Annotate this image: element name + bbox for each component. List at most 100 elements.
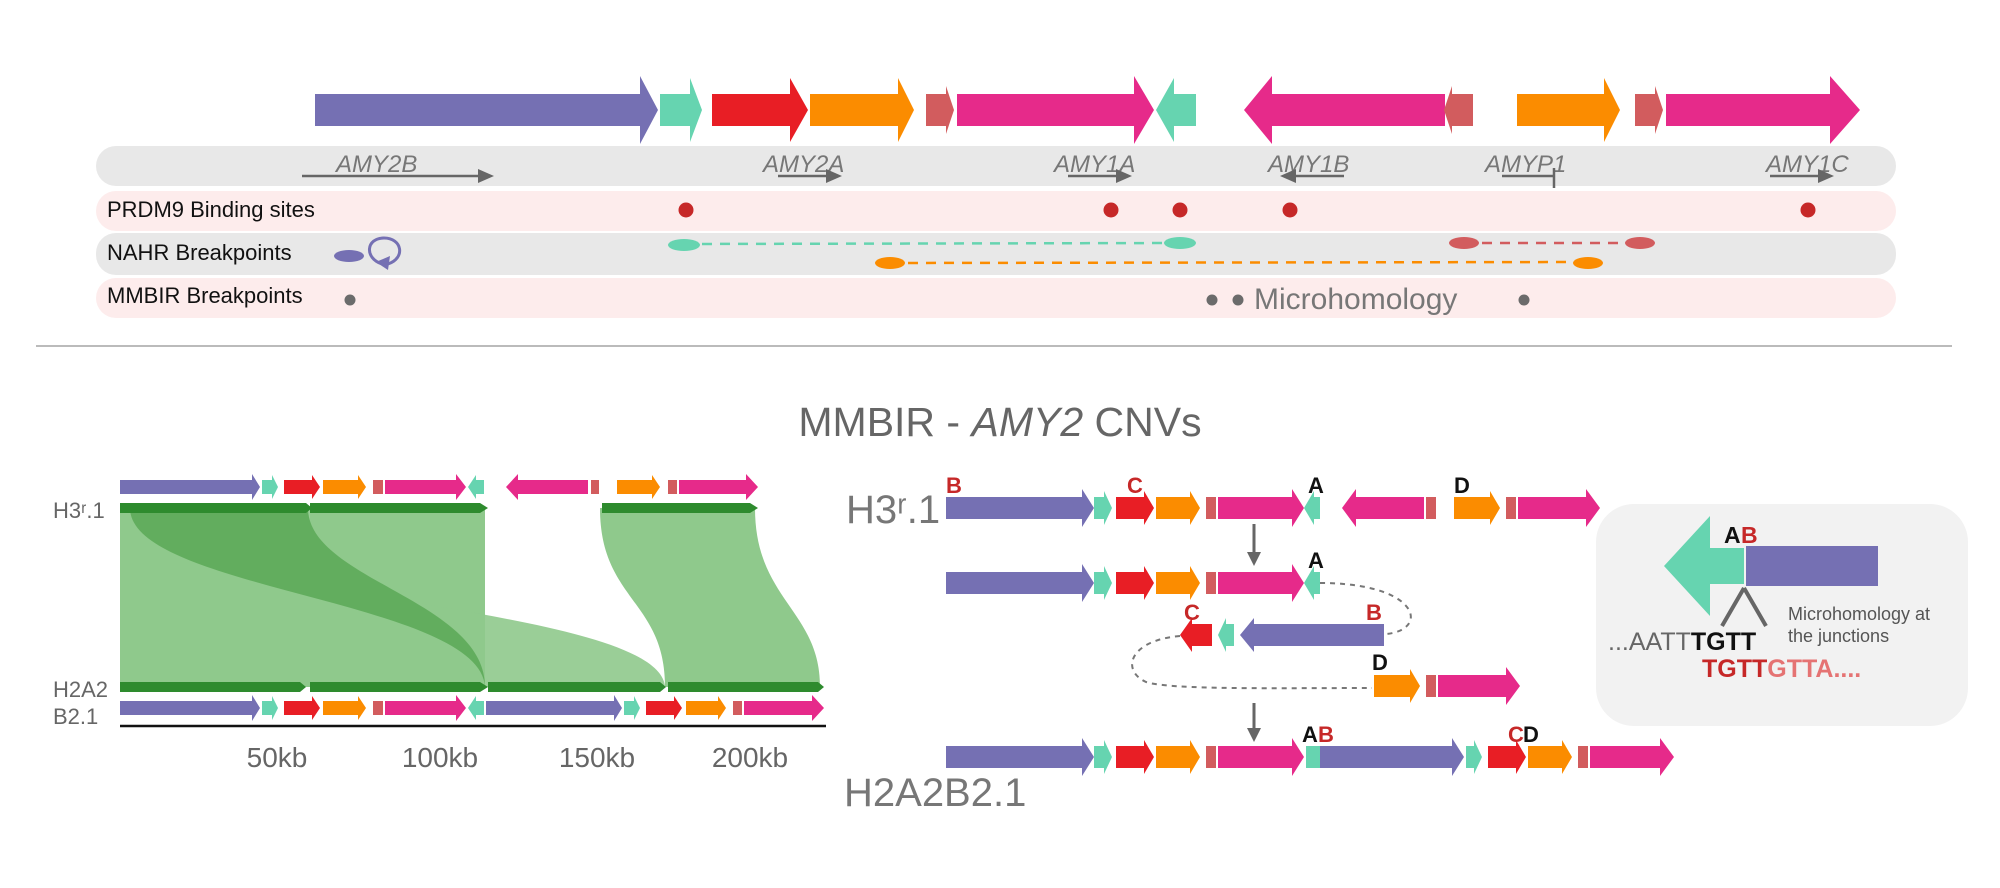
gene-arrow (120, 474, 260, 500)
gene-arrow (1426, 675, 1436, 697)
gene-arrow (1342, 489, 1424, 527)
gene-arrow (1116, 491, 1154, 525)
junction-label-a: A (1302, 722, 1318, 747)
nahr-bp-orange (1573, 257, 1603, 269)
gene-arrow (385, 695, 466, 721)
model-row-1: B C A D (946, 473, 1600, 527)
mmbir-band (96, 278, 1896, 318)
haplotype-segment (120, 503, 312, 513)
gene-arrow (486, 695, 622, 721)
gene-arrow (1304, 491, 1320, 525)
inset-description-line2: the junctions (1788, 626, 1889, 646)
right-top-haplotype-label: H3ʳ.1 (846, 488, 940, 532)
gene-arrow-salmon (926, 86, 954, 134)
gene-arrow (1240, 618, 1384, 652)
gene-arrow (1218, 564, 1304, 602)
nahr-bp-salmon (1625, 237, 1655, 249)
gene-arrow (373, 701, 383, 715)
synteny-ribbon-overlap (120, 508, 485, 687)
gene-arrow (1094, 491, 1112, 525)
nahr-band (96, 233, 1896, 275)
gene-arrow-salmon-rev (1444, 86, 1473, 134)
junction-label-d: D (1523, 722, 1539, 747)
prdm9-site (1172, 202, 1188, 218)
seq-top-bold: TGTT (1691, 628, 1756, 656)
microhomology-inset: A B Microhomology at the junctions ...AA… (1596, 504, 1968, 726)
junction-label-c: C (1508, 722, 1524, 747)
gene-arrow (1438, 667, 1520, 705)
gene-arrow (1506, 497, 1516, 519)
inset-sequence-bottom: TGTTGTTA.... (1702, 655, 1861, 683)
mmbir-bp (1518, 294, 1530, 306)
bottom-title: MMBIR - AMY2 CNVs (798, 399, 1201, 445)
strand-arrow-amy2b-head (478, 169, 494, 183)
mmbir-breakpoints (344, 294, 1530, 306)
nahr-bp-purple (334, 250, 364, 262)
gene-arrow (1094, 740, 1112, 774)
axis-tick-label: 150kb (559, 742, 635, 773)
gene-arrow (1306, 746, 1320, 768)
gene-arrow (617, 475, 660, 499)
template-switch-path (1131, 635, 1373, 690)
bottom-title-prefix: MMBIR - (798, 399, 971, 445)
gene-arrow (1578, 746, 1588, 768)
gene-arrow (1218, 618, 1234, 652)
gene-arrow-teal-rev (1156, 78, 1196, 142)
haplotype-segment (120, 682, 306, 692)
gene-arrow (468, 696, 484, 720)
prdm9-sites (678, 202, 1816, 218)
prdm9-track-label: PRDM9 Binding sites (107, 197, 315, 222)
mmbir-model-panel: H3ʳ.1 H2A2B2.1 B C A D (844, 473, 1968, 815)
gene-arrow (385, 474, 466, 500)
gene-arrow (120, 695, 260, 721)
nahr-bp-salmon (1449, 237, 1479, 249)
strand-arrows (302, 168, 1834, 188)
nahr-link-orange (889, 260, 1589, 265)
microhomology-label: Microhomology (1254, 283, 1457, 316)
nahr-breakpoints (334, 236, 1655, 270)
gene-arrow-amy1c (1666, 76, 1860, 144)
gene-label-amy2b: AMY2B (334, 151, 417, 178)
gene-arrow (284, 696, 320, 720)
gene-arrow (1094, 566, 1112, 600)
synteny-panel: 50kb 100kb 150kb 200kb H3ʳ.1 H2A2 B2.1 (53, 474, 826, 773)
strand-arrow-amy1a-head (1116, 169, 1132, 183)
strand-arrow-amy2a-head (826, 169, 842, 183)
gene-arrow-orange (810, 78, 914, 142)
model-row-2: A (946, 548, 1324, 602)
gene-arrow (686, 696, 726, 720)
gene-arrow (1180, 618, 1212, 652)
gene-arrow (1116, 740, 1154, 774)
haplotype-segment (602, 503, 758, 513)
gene-arrow-salmon-2 (1635, 86, 1663, 134)
axis-tick-label: 50kb (247, 742, 308, 773)
seq-bottom-rest: GTTA.... (1767, 655, 1861, 683)
gene-arrow (262, 475, 278, 499)
nahr-bp-teal (1164, 237, 1196, 249)
gene-arrow-amy1b (1244, 76, 1445, 144)
gene-arrow (946, 489, 1094, 527)
gene-arrow-orange-2 (1517, 78, 1620, 142)
gene-arrow (323, 475, 366, 499)
junction-label-b: B (1366, 600, 1382, 625)
inset-junction-b: B (1741, 522, 1758, 548)
seq-bottom-bold: TGTT (1702, 655, 1767, 683)
junction-label-a: A (1308, 548, 1324, 573)
mmbir-bp (1206, 294, 1218, 306)
left-top-gene-arrows (120, 474, 758, 500)
nahr-loop-arrowhead (376, 256, 390, 270)
mmbir-bp (344, 294, 356, 306)
gene-arrow (946, 738, 1094, 776)
bottom-title-gene: AMY2 (968, 399, 1083, 445)
gene-arrow (1156, 740, 1200, 774)
gene-label-band (96, 146, 1896, 186)
haplotype-segment (488, 682, 666, 692)
strand-arrow-amy1c-head (1818, 169, 1834, 183)
haplotype-segment (310, 682, 488, 692)
axis-tick-label: 200kb (712, 742, 788, 773)
gene-arrow (284, 475, 320, 499)
haplotype-segment (310, 503, 488, 513)
nahr-track-label: NAHR Breakpoints (107, 240, 292, 265)
gene-arrow (591, 480, 599, 494)
gene-arrow (1528, 740, 1572, 774)
